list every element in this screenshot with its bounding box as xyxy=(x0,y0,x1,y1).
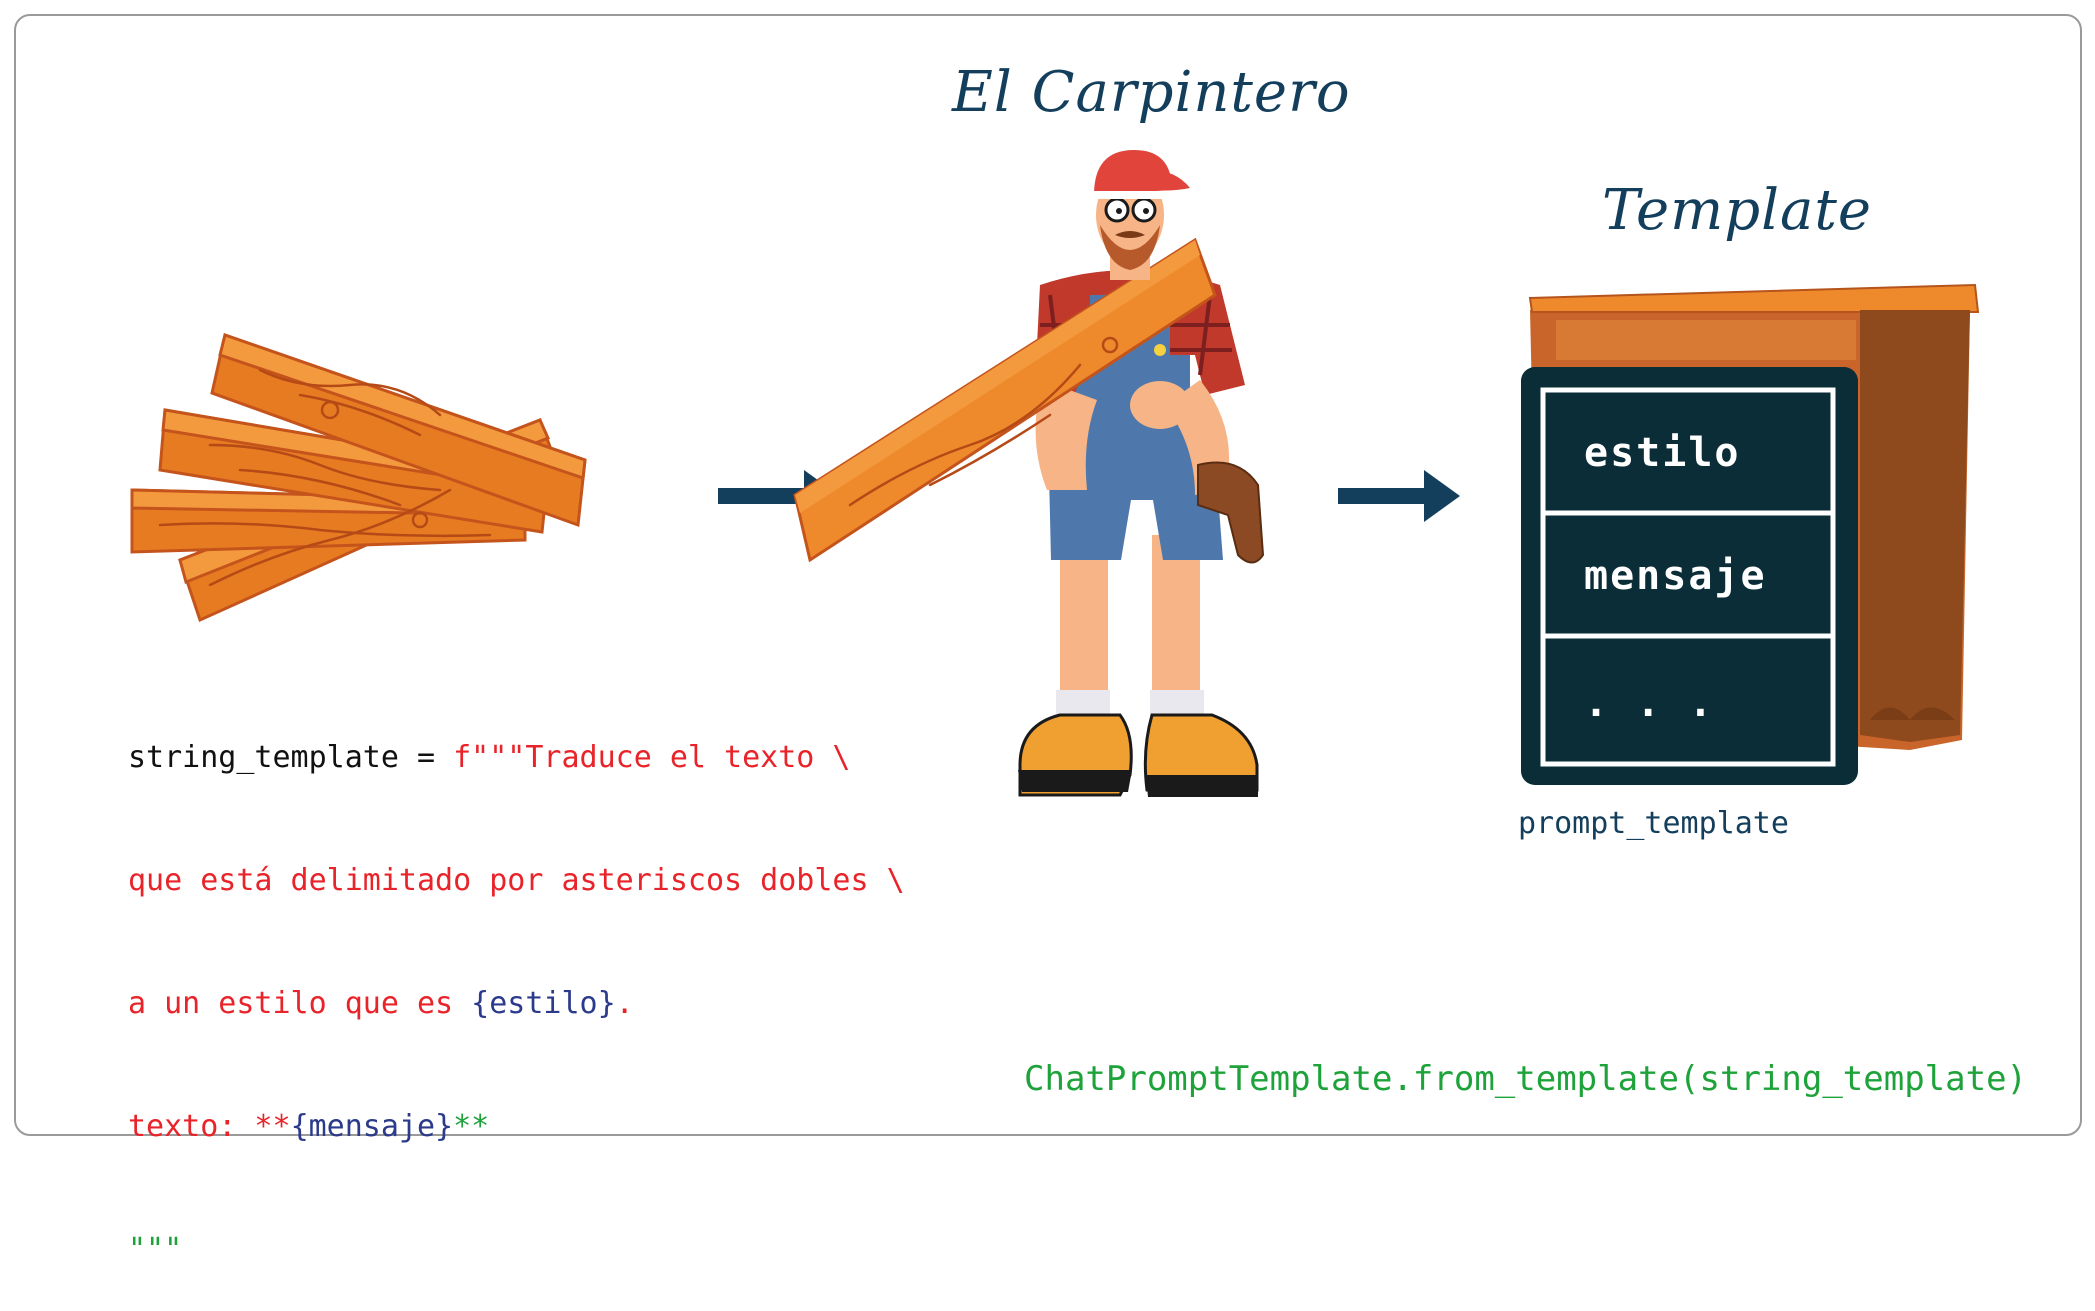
cabinet-caption: prompt_template xyxy=(1518,806,1789,841)
code-token: texto: ** xyxy=(128,1109,291,1144)
carpenter-illustration xyxy=(793,150,1265,797)
code-token: ** xyxy=(453,1109,490,1144)
template-title: Template xyxy=(1602,178,1873,243)
code-token: f"""Traduce el texto \ xyxy=(453,740,851,775)
code-token: . xyxy=(615,986,634,1021)
diagram-title: El Carpintero xyxy=(952,60,1351,125)
code-token: {estilo} xyxy=(471,986,616,1021)
code-token: string_template = xyxy=(128,740,454,775)
cabinet-illustration xyxy=(1521,283,1980,785)
code-token: {mensaje} xyxy=(290,1109,454,1144)
code-line: texto: **{mensaje}** xyxy=(128,1106,905,1147)
code-token: a un estilo que es xyxy=(128,986,472,1021)
drawer-label-ellipsis: . . . xyxy=(1584,680,1715,726)
drawer-label-mensaje: mensaje xyxy=(1584,553,1767,599)
footer-code: ChatPromptTemplate.from_template(string_… xyxy=(1024,1059,2028,1099)
code-line: string_template = f"""Traduce el texto \ xyxy=(128,737,905,778)
arrow-right-icon xyxy=(1338,470,1460,522)
drawer-label-estilo: estilo xyxy=(1584,430,1741,476)
code-line: a un estilo que es {estilo}. xyxy=(128,983,905,1024)
code-line: que está delimitado por asteriscos doble… xyxy=(128,863,905,898)
code-block: string_template = f"""Traduce el texto \… xyxy=(128,655,905,1311)
code-line: """ xyxy=(128,1232,183,1267)
